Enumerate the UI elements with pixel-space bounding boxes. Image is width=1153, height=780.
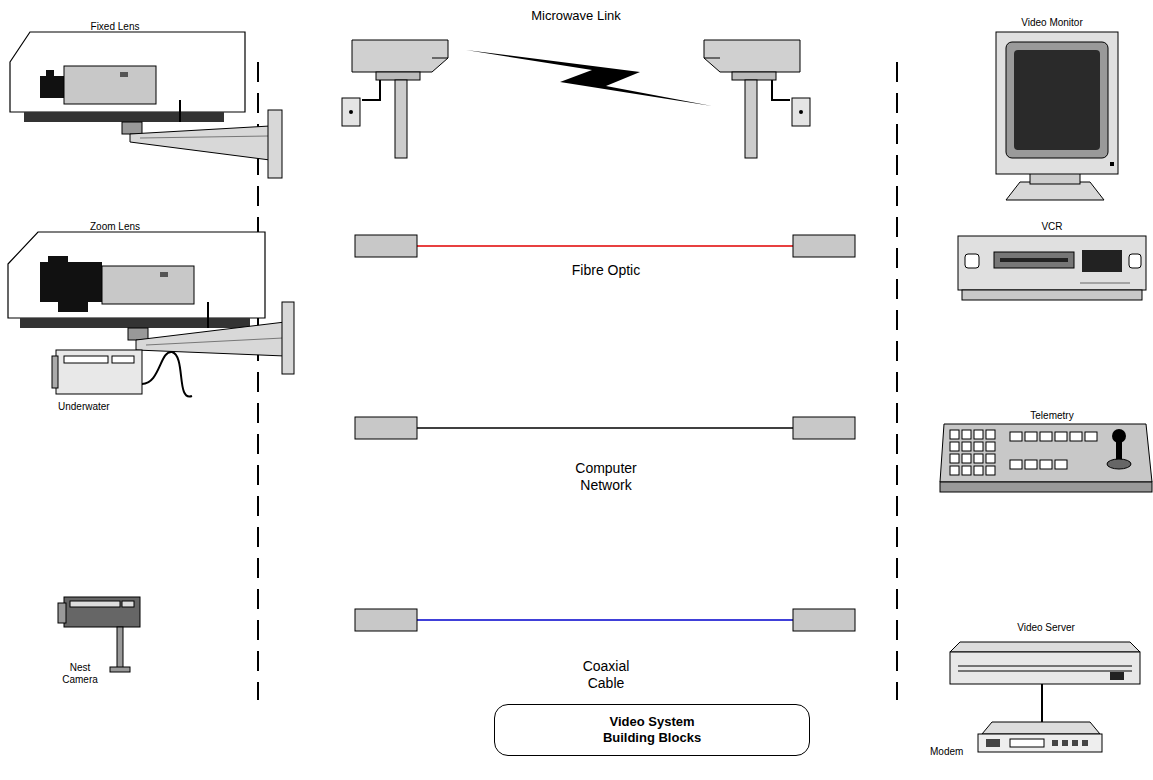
part-label: Telemetry <box>1002 410 1102 422</box>
network-link <box>355 417 855 439</box>
keyboard-key <box>962 442 971 451</box>
part-label: Modem <box>930 746 974 758</box>
keyboard-key <box>986 454 995 463</box>
underwater-camera <box>52 350 192 397</box>
keyboard-key <box>962 454 971 463</box>
keyboard-key <box>950 430 959 439</box>
part-label: Fixed Lens <box>55 21 175 33</box>
keyboard-key <box>962 430 971 439</box>
keyboard-key <box>1040 460 1052 469</box>
fibre-link <box>355 235 855 257</box>
video-monitor <box>996 32 1118 200</box>
part-label: Coaxial Cable <box>575 658 637 692</box>
part-label: Nest Camera <box>55 662 105 686</box>
keyboard-key <box>974 430 983 439</box>
keyboard-key <box>950 442 959 451</box>
modem <box>978 722 1102 752</box>
telemetry-keyboard <box>940 424 1152 492</box>
keyboard-key <box>1025 432 1037 441</box>
keyboard-key <box>986 466 995 475</box>
part-label: Video Server <box>986 622 1106 634</box>
keyboard-key <box>962 466 971 475</box>
keyboard-key <box>1055 460 1067 469</box>
video-server <box>950 642 1140 722</box>
keyboard-key <box>1010 432 1022 441</box>
keyboard-key <box>974 454 983 463</box>
microwave-dish <box>704 40 810 158</box>
part-label: VCR <box>1012 221 1092 233</box>
part-label: Fibre Optic <box>536 262 676 279</box>
part-label: Microwave Link <box>496 8 656 24</box>
vcr <box>958 236 1146 300</box>
keyboard-key <box>1025 460 1037 469</box>
microwave-dish <box>342 40 448 158</box>
part-label: Computer Network <box>561 460 651 494</box>
title-box: Video System Building Blocks <box>494 704 810 756</box>
coax-link <box>355 609 855 631</box>
keyboard-key <box>974 442 983 451</box>
part-label: Underwater <box>58 401 148 413</box>
keyboard-key <box>950 454 959 463</box>
part-label: Zoom Lens <box>55 221 175 233</box>
divider-line <box>896 62 898 700</box>
keyboard-key <box>950 466 959 475</box>
microwave-bolt <box>466 50 712 106</box>
keyboard-key <box>1040 432 1052 441</box>
nest-camera <box>58 597 140 672</box>
zoom-lens-camera <box>8 232 294 374</box>
keyboard-key <box>986 430 995 439</box>
box-title: Video System Building Blocks <box>582 714 722 747</box>
keyboard-key <box>974 466 983 475</box>
keyboard-key <box>1085 432 1097 441</box>
keyboard-key <box>1055 432 1067 441</box>
fixed-lens-camera <box>10 32 282 178</box>
keyboard-key <box>1010 460 1022 469</box>
keyboard-key <box>986 442 995 451</box>
keyboard-key <box>1070 432 1082 441</box>
part-label: Video Monitor <box>992 17 1112 29</box>
